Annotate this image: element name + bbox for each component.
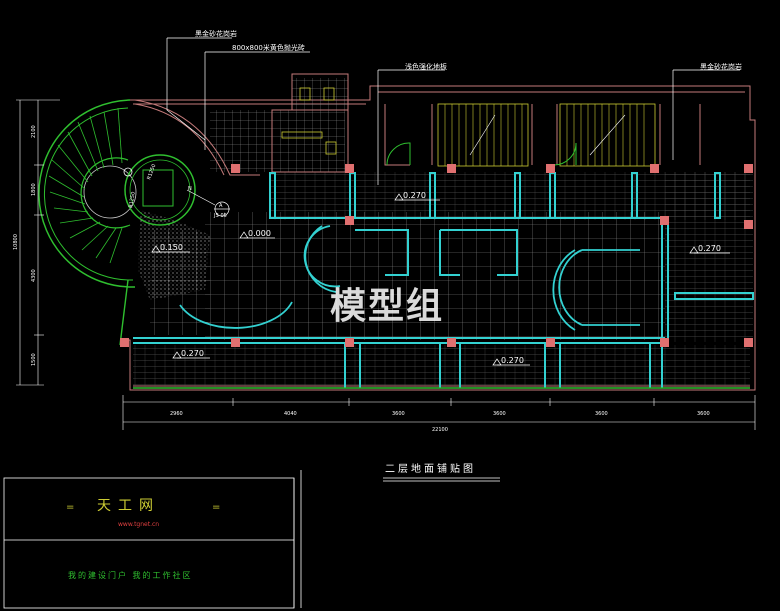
level-d: 0.000 <box>248 229 271 238</box>
title-underline <box>383 477 500 482</box>
stair-tag-1: R1250 <box>146 163 157 180</box>
title-block-frame <box>3 477 295 609</box>
staircases <box>437 103 656 167</box>
bottom-dim-5: 3600 <box>595 411 608 417</box>
curved-terrace <box>134 99 260 176</box>
brand-right-eq: = <box>212 502 220 513</box>
toilet-fixtures <box>281 87 337 155</box>
columns <box>120 164 753 347</box>
section-mark-letter: A <box>219 203 223 209</box>
callout-labels: 黑金砂花岗岩 800x800米黄色抛光砖 浅色强化地板 黑金砂花岗岩 <box>195 29 742 71</box>
floor-regions <box>133 78 753 387</box>
callout-leaders <box>166 37 740 185</box>
cyan-partitions <box>133 172 754 388</box>
curved-desks <box>179 225 640 331</box>
title-block-text: = 天工网 = www.tgnet.cn 我的建设门户 我的工作社区 <box>66 498 220 580</box>
brand-name: 天工网 <box>97 498 160 514</box>
brand-left-eq: = <box>66 502 74 513</box>
stair-tag-n: N <box>188 186 192 192</box>
left-dim-total: 10800 <box>13 234 19 250</box>
level-a: 0.270 <box>403 191 426 200</box>
section-mark-ref: JS-05 <box>213 213 227 219</box>
drawing-title: 二层地面铺贴图 <box>385 462 476 475</box>
tag-labels: A JS-05 R1250 R1250 N <box>128 163 227 219</box>
callout-top-left: 黑金砂花岗岩 <box>195 29 237 38</box>
upper-rooms <box>271 73 701 173</box>
green-lines <box>119 279 750 389</box>
spiral-stair <box>38 99 196 288</box>
left-dim-labels: 2100 1800 4300 1500 10800 <box>13 125 37 366</box>
stair-tag-2: R1250 <box>128 191 137 208</box>
bottom-dim-total: 22100 <box>432 427 448 433</box>
callout-top-right: 黑金砂花岗岩 <box>700 62 742 71</box>
left-dim-2: 1800 <box>31 183 37 196</box>
section-mark <box>186 189 230 217</box>
bottom-dim-4: 3600 <box>493 411 506 417</box>
watermark: 模型组 <box>330 286 444 327</box>
door-swings <box>386 142 577 166</box>
brand-slogan: 我的建设门户 我的工作社区 <box>68 570 193 580</box>
left-dim-1: 2100 <box>31 125 37 138</box>
left-dim-3: 4300 <box>31 269 37 282</box>
bottom-dim-3: 3600 <box>392 411 405 417</box>
brand-url: www.tgnet.cn <box>118 521 159 528</box>
callout-wood-floor: 浅色强化地板 <box>405 62 447 71</box>
bottom-dim-6: 3600 <box>697 411 710 417</box>
bottom-dim-2: 4040 <box>284 411 297 417</box>
level-e: 0.270 <box>181 349 204 358</box>
level-c: 0.150 <box>160 243 183 252</box>
bottom-dimensions <box>122 395 756 430</box>
level-f: 0.270 <box>501 356 524 365</box>
left-dimensions <box>16 99 60 386</box>
bottom-dim-labels: 2960 4040 3600 3600 3600 3600 22100 <box>170 411 710 433</box>
left-dim-4: 1500 <box>31 353 37 366</box>
level-b: 0.270 <box>698 244 721 253</box>
level-markers <box>151 193 730 366</box>
level-labels: 0.270 0.270 0.150 0.000 0.270 0.270 <box>160 191 721 365</box>
callout-tile-spec: 800x800米黄色抛光砖 <box>232 43 305 52</box>
bottom-dim-1: 2960 <box>170 411 183 417</box>
